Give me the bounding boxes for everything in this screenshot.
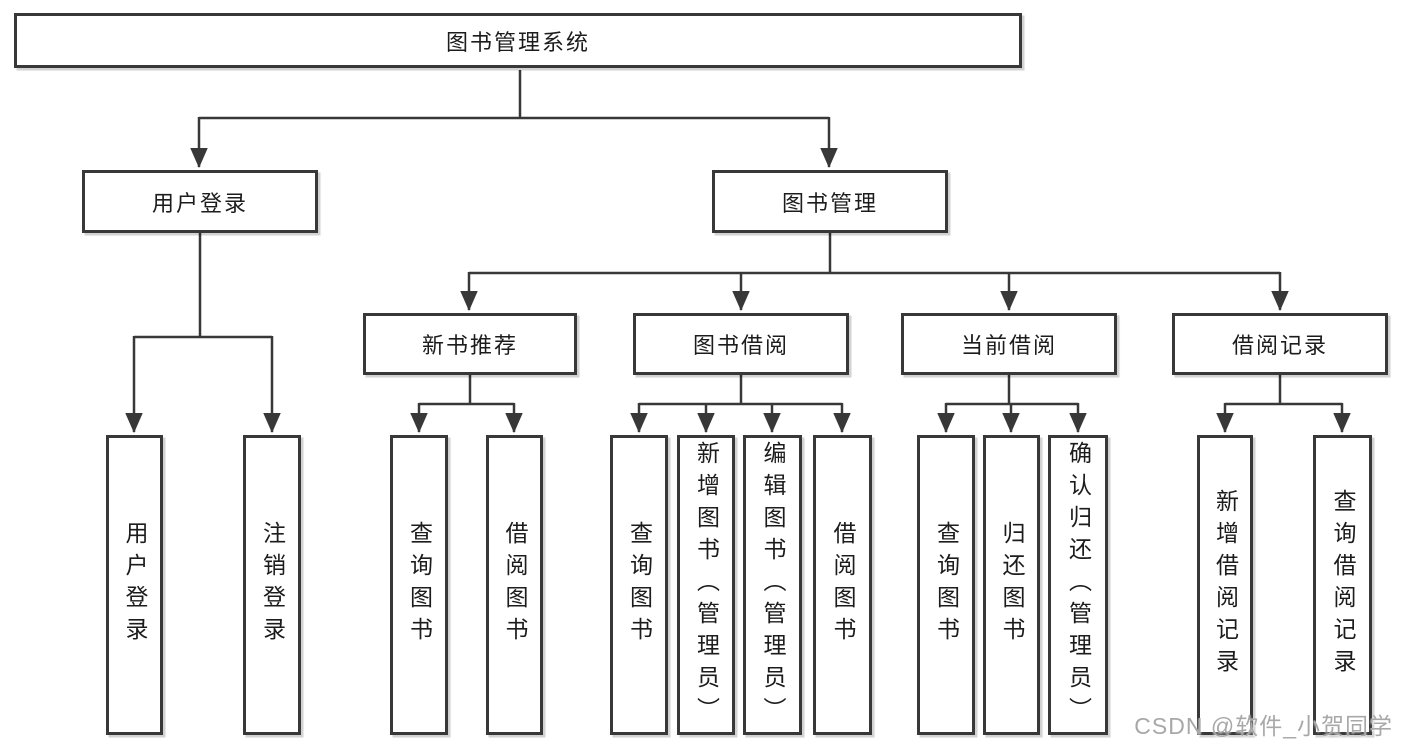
node-new-book-recommend: 新书推荐 [363,313,577,375]
leaf-query-books-2: 查询图书 [610,435,668,735]
leaf-edit-book-admin: 编辑图书（管理员） [743,435,802,735]
node-book-borrow: 图书借阅 [633,313,849,375]
connector-root [190,70,838,169]
node-current-borrow: 当前借阅 [901,313,1117,375]
connector-book-management [460,232,1289,312]
leaf-add-book-admin: 新增图书（管理员） [677,435,735,735]
leaf-user-login: 用户登录 [106,435,163,735]
node-root: 图书管理系统 [14,13,1022,68]
node-book-management: 图书管理 [712,170,948,233]
leaf-add-borrow-record: 新增借阅记录 [1197,435,1253,735]
leaf-query-borrow-record: 查询借阅记录 [1313,435,1372,735]
connector-book-borrow [630,374,851,434]
connector-current-borrow [937,374,1087,434]
leaf-borrow-books-2: 借阅图书 [813,435,872,735]
node-user-login: 用户登录 [82,170,318,233]
leaf-query-books-1: 查询图书 [390,435,448,735]
leaf-confirm-return-admin: 确认归还（管理员） [1048,435,1108,735]
leaf-logout: 注销登录 [243,435,301,735]
connector-new-book-recommend [410,374,523,434]
leaf-query-books-3: 查询图书 [917,435,975,735]
connector-borrow-records [1216,374,1351,434]
leaf-borrow-books-1: 借阅图书 [486,435,543,735]
leaf-return-book: 归还图书 [983,435,1040,735]
watermark: CSDN @软件_小贺同学 [1134,713,1393,739]
connector-user-login [125,232,281,434]
node-borrow-records: 借阅记录 [1172,313,1388,375]
